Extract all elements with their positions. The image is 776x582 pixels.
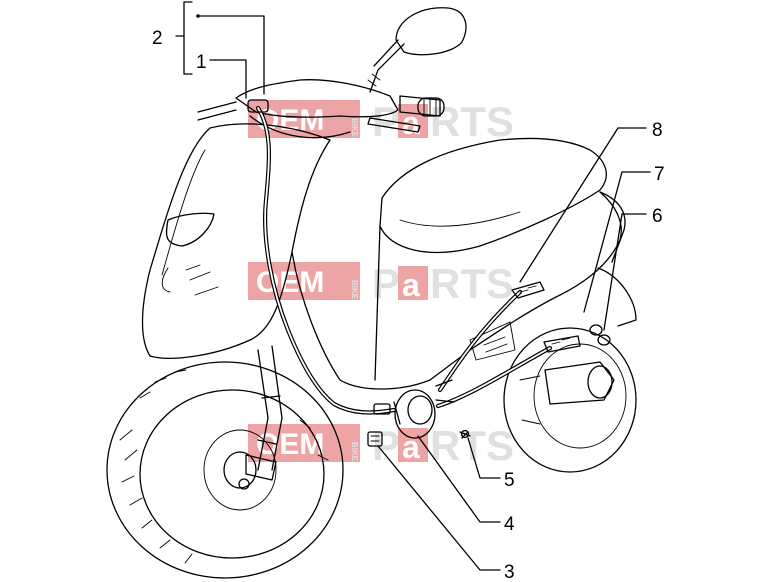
front-shield bbox=[141, 123, 331, 359]
watermark-middle: OEM BIKE P a RTS bbox=[248, 260, 514, 307]
cable-upper bbox=[437, 281, 545, 393]
svg-text:RTS: RTS bbox=[430, 422, 514, 469]
mirror bbox=[367, 7, 467, 93]
callout-7: 7 bbox=[654, 164, 665, 185]
svg-text:RTS: RTS bbox=[430, 98, 514, 145]
callout-3: 3 bbox=[504, 562, 515, 582]
callout-leaders bbox=[175, 1, 651, 571]
rear-body bbox=[291, 191, 637, 390]
part-3-clip bbox=[367, 431, 383, 447]
callout-5: 5 bbox=[504, 470, 515, 491]
callout-6: 6 bbox=[652, 206, 663, 227]
svg-text:BIKE: BIKE bbox=[350, 118, 359, 138]
svg-text:BIKE: BIKE bbox=[350, 280, 359, 300]
horn-unit bbox=[373, 379, 455, 439]
front-fork bbox=[245, 345, 283, 481]
svg-text:a: a bbox=[402, 267, 420, 303]
front-wheel bbox=[106, 361, 344, 579]
svg-text:OEM: OEM bbox=[256, 428, 324, 461]
svg-text:P: P bbox=[372, 260, 400, 307]
svg-text:BIKE: BIKE bbox=[350, 442, 359, 462]
part-5-screw bbox=[459, 429, 471, 439]
handlebar bbox=[197, 79, 445, 139]
rear-wheel bbox=[503, 327, 637, 473]
callout-2: 2 bbox=[152, 28, 163, 49]
callout-8: 8 bbox=[652, 120, 663, 141]
part-6-nut bbox=[589, 324, 611, 346]
seat bbox=[379, 137, 607, 253]
svg-text:OEM: OEM bbox=[256, 266, 324, 299]
callout-labels: 2 1 8 7 6 5 4 3 bbox=[152, 28, 665, 582]
cable-lower bbox=[435, 335, 581, 409]
speedometer-cable-front bbox=[247, 99, 397, 415]
callout-1: 1 bbox=[196, 52, 207, 73]
callout-4: 4 bbox=[504, 514, 515, 535]
watermark-top: OEM BIKE P a RTS bbox=[248, 98, 514, 145]
svg-text:RTS: RTS bbox=[430, 260, 514, 307]
